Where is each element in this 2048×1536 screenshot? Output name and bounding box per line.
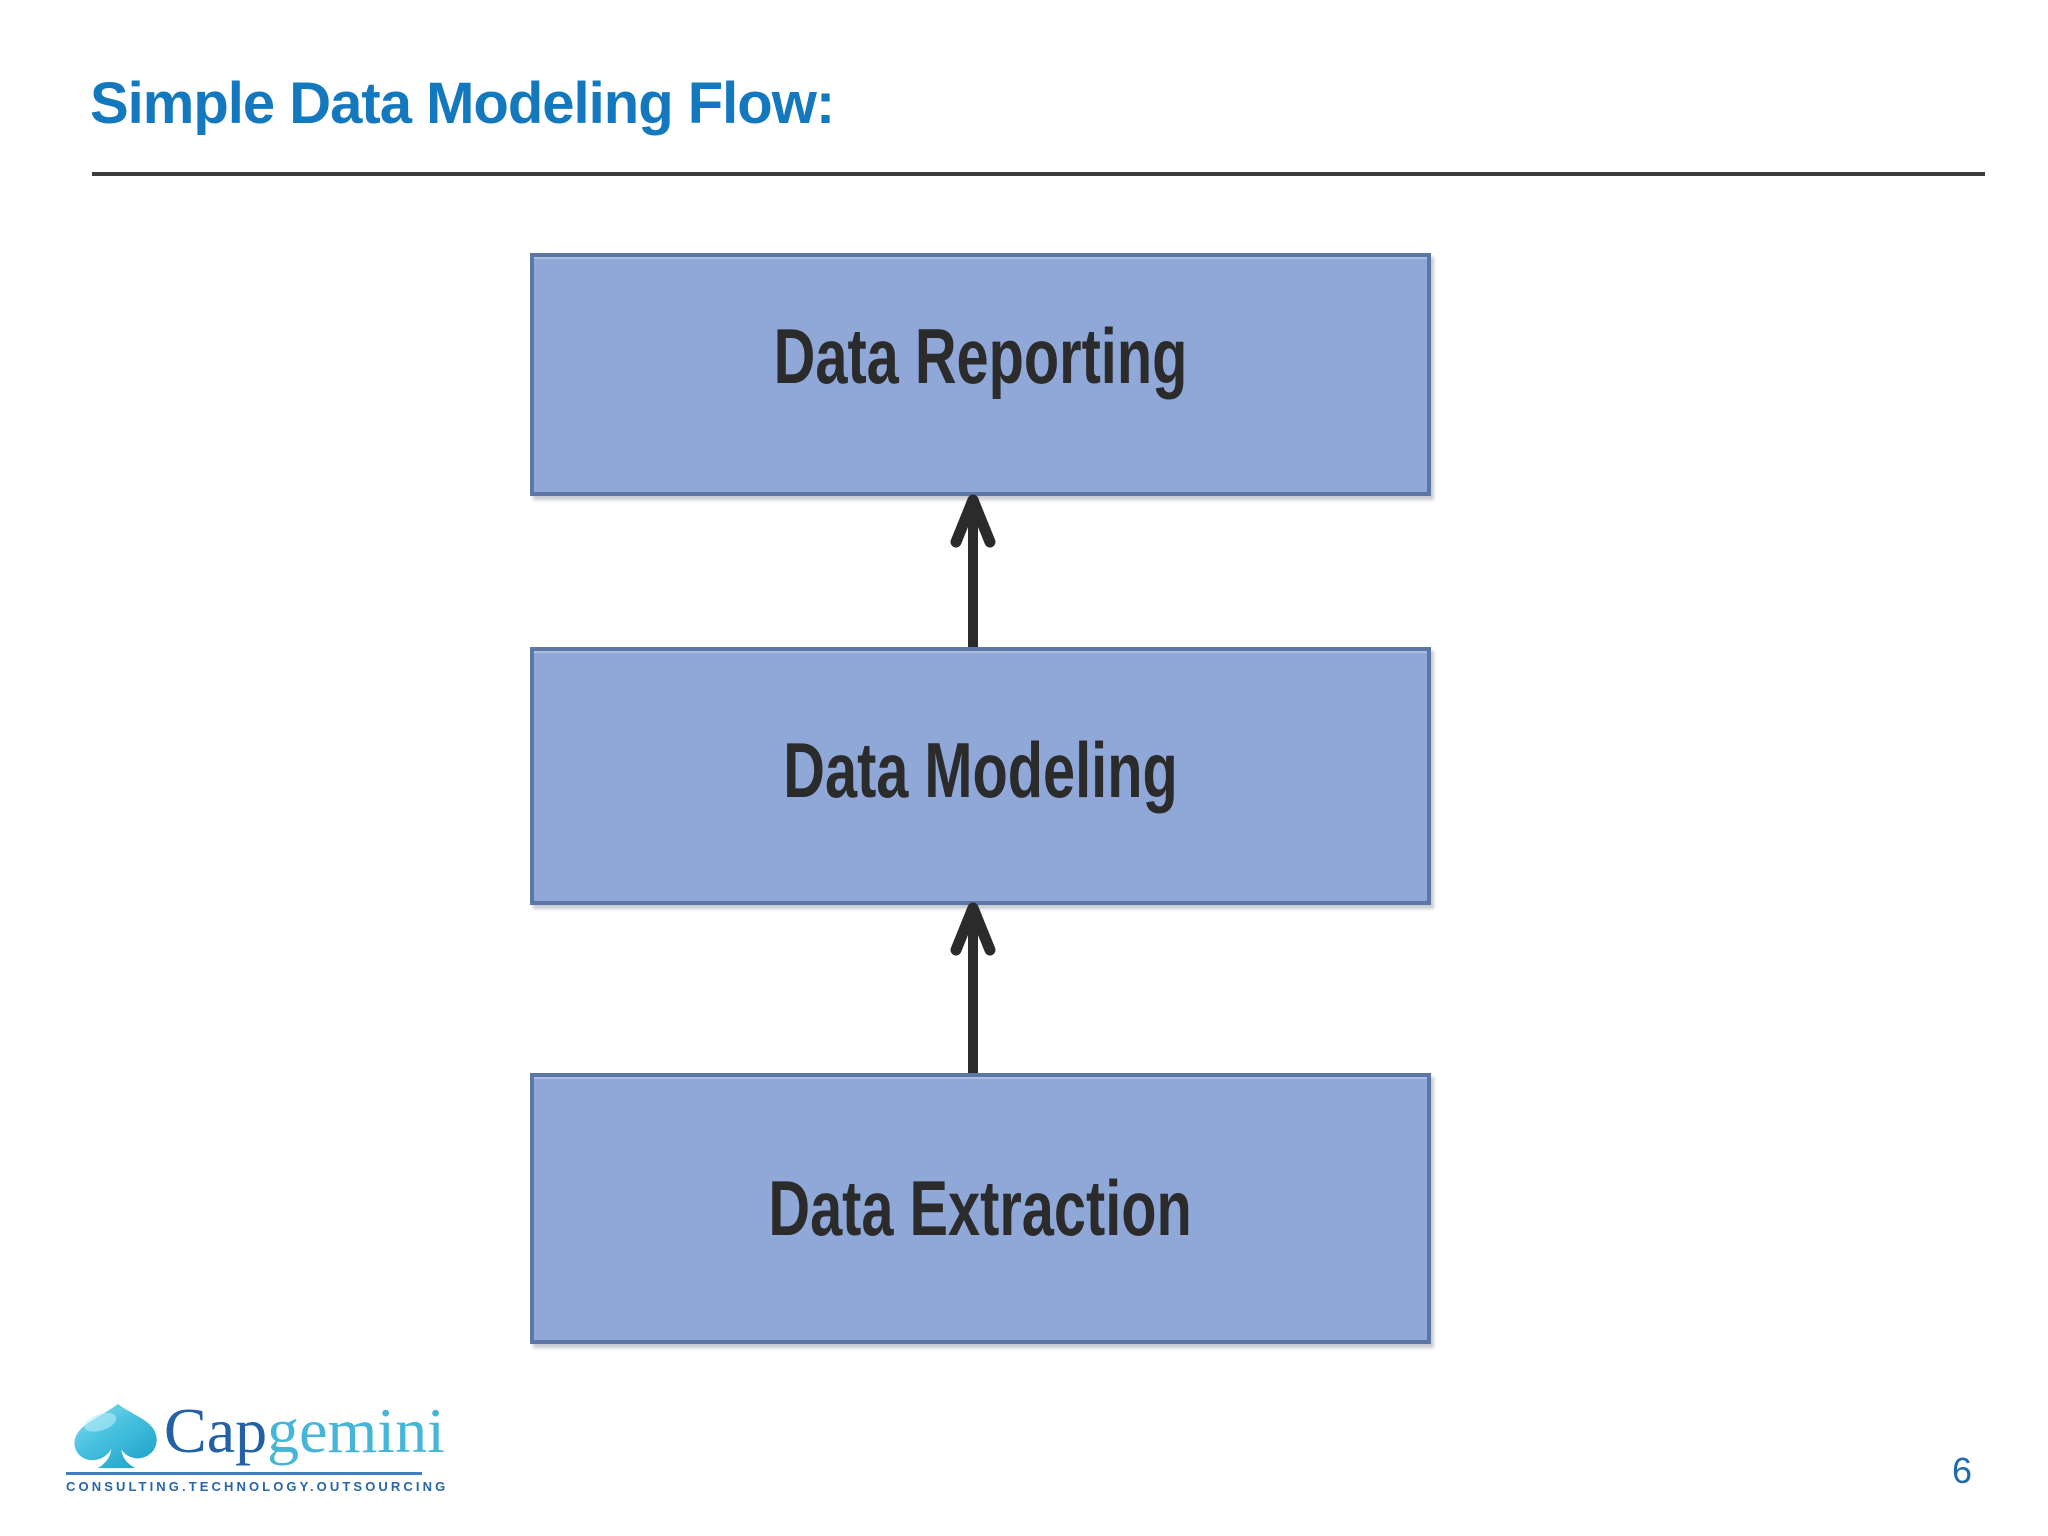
capgemini-logo-cap-text: Cap	[164, 1395, 268, 1466]
page-number: 6	[1952, 1450, 1973, 1491]
capgemini-logo: Capgemini	[164, 1399, 445, 1463]
flow-node-data-reporting: Data Reporting	[530, 253, 1431, 496]
capgemini-logo-gemini-text: gemini	[267, 1395, 445, 1466]
logo-divider-line	[66, 1472, 422, 1475]
flow-node-data-extraction: Data Extraction	[530, 1073, 1431, 1344]
flow-node-data-modeling: Data Modeling	[530, 647, 1431, 905]
title-underline	[92, 172, 1985, 176]
capgemini-spade-icon	[74, 1403, 157, 1469]
page-title: Simple Data Modeling Flow:	[90, 71, 835, 136]
up-arrow-modeling-to-reporting-icon	[950, 494, 996, 650]
node-label-data-modeling: Data Modeling	[783, 725, 1178, 814]
up-arrow-extraction-to-modeling-icon	[950, 902, 996, 1080]
node-label-data-extraction: Data Extraction	[768, 1164, 1193, 1252]
node-label-data-reporting: Data Reporting	[773, 312, 1188, 400]
logo-tagline: CONSULTING.TECHNOLOGY.OUTSOURCING	[66, 1479, 449, 1494]
